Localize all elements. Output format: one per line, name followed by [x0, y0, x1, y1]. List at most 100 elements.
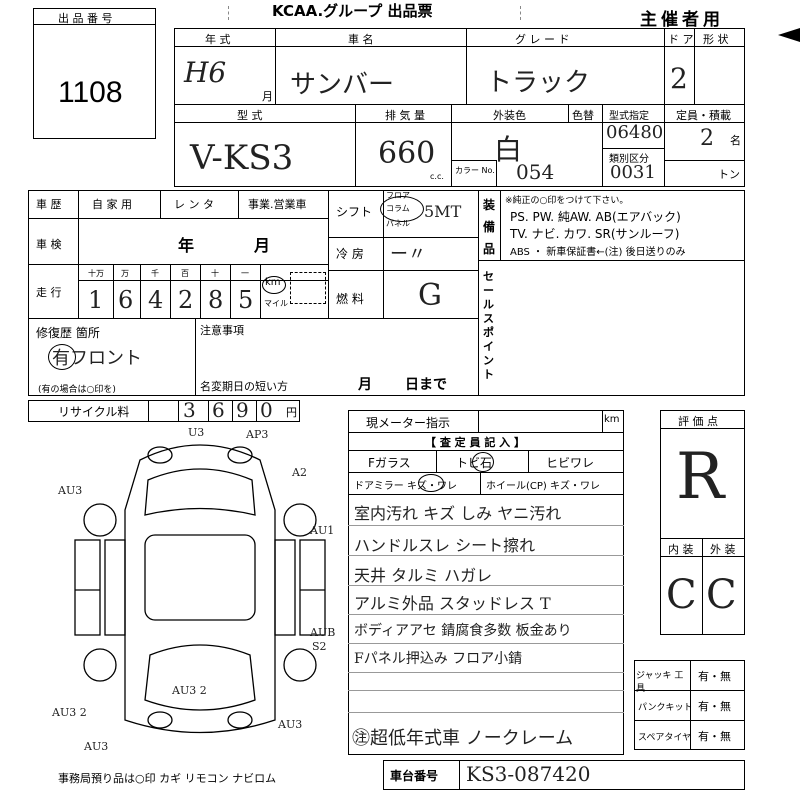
punch-mark	[778, 28, 800, 42]
car-name-value: サンバー	[290, 70, 395, 100]
color-change-label: 色替	[572, 109, 594, 122]
acc-spare-value: 有・無	[698, 730, 731, 743]
sales-point-char-5: ポ	[483, 326, 494, 339]
inspector-fglass: Fガラス	[368, 456, 411, 470]
comment-line-6: Fパネル押込み フロア小錆	[354, 651, 523, 667]
organizer-label: 主催者用	[640, 10, 724, 30]
scratch-circle	[418, 474, 444, 492]
recycle-digit-2: 6	[212, 398, 225, 422]
acc-jack-value: 有・無	[698, 670, 731, 683]
inspector-crack: ヒビワレ	[546, 456, 595, 470]
shift-value: 5MT	[424, 202, 462, 221]
lot-number-box	[33, 8, 156, 139]
aircon-label: 冷 房	[336, 247, 364, 261]
mileage-digit-label-4: 百	[181, 269, 189, 278]
sales-point-char-3: ル	[483, 298, 494, 311]
color-value: 白	[494, 133, 523, 166]
doors-label: ド ア	[668, 33, 694, 46]
sales-point-char-6: イ	[483, 340, 494, 353]
acc-puncture-value: 有・無	[698, 700, 731, 713]
exterior-color-label: 外装色	[493, 109, 526, 122]
deadline-day-unit: 日まで	[405, 377, 447, 393]
repair-note: (有の場合は○印を)	[38, 385, 116, 395]
shift-panel: パネル	[386, 219, 410, 228]
year-value: H6	[184, 56, 227, 89]
mileage-label: 走 行	[36, 286, 62, 299]
cc-unit: c.c.	[430, 172, 444, 181]
equip-char-1: 装	[483, 198, 496, 212]
sales-point-char-4: ス	[483, 312, 494, 325]
category-label: 類別区分	[609, 154, 649, 165]
mileage-digit-label-1: 十万	[88, 269, 104, 278]
recycle-yen: 円	[286, 406, 297, 419]
meter-box	[348, 410, 624, 755]
shift-circle	[380, 196, 424, 222]
shift-label: シフト	[336, 205, 373, 219]
history-rental: レ ン タ	[174, 198, 214, 211]
sales-point-char-8: ト	[483, 368, 494, 381]
model-label: 型 式	[237, 109, 263, 122]
mileage-digit-4: 2	[178, 286, 194, 314]
type-designation-value: 06480	[606, 122, 664, 143]
inspector-header: 【 査 定 員 記 入 】	[425, 436, 525, 449]
equip-char-3: 品	[483, 242, 496, 256]
mileage-digit-label-3: 千	[151, 269, 159, 278]
mileage-unit-box	[290, 272, 326, 304]
diagram-mark-au3-left: AU3	[58, 484, 83, 497]
displacement-value: 660	[378, 136, 436, 171]
history-private: 自 家 用	[92, 198, 132, 211]
shift-floor: フロア	[386, 191, 410, 200]
inspector-mirror: ドアミラー キズ・ワレ	[354, 481, 457, 492]
recycle-digit-4: 0	[260, 398, 273, 422]
category-value: 0031	[610, 162, 656, 183]
year-label: 年 式	[205, 33, 231, 46]
acc-jack-label: ジャッキ 工 具	[636, 671, 684, 694]
deadline-label: 名変期日の短い方	[200, 380, 288, 393]
model-value: V-KS3	[190, 138, 294, 178]
color-no-label: カラー No.	[455, 166, 495, 175]
type-designation-label: 型式指定	[609, 111, 649, 122]
recycle-digit-3: 9	[236, 398, 249, 422]
mileage-digit-label-2: 万	[121, 269, 129, 278]
mileage-digit-5: 8	[208, 286, 224, 314]
acc-puncture-label: パンクキット	[638, 703, 693, 713]
ton-unit: トン	[718, 168, 740, 181]
mileage-digit-label-6: 一	[241, 269, 249, 278]
footer-note: 事務局預り品は○印 カギ リモコン ナビロム	[58, 772, 277, 785]
inspection-year-unit: 年	[178, 236, 195, 255]
sales-point-char-2: ー	[483, 284, 494, 297]
fuel-value: G	[418, 278, 442, 313]
dots-decor-right	[520, 6, 541, 20]
diagram-mark-au32-center: AU3 2	[172, 684, 207, 697]
exterior-label: 外 装	[710, 543, 736, 556]
rating-value: R	[676, 440, 725, 514]
top-table	[174, 28, 745, 187]
comment-line-3: 天井 タルミ ハガレ	[354, 566, 493, 585]
mileage-digit-6: 5	[238, 286, 254, 314]
sales-point-char-1: セ	[483, 270, 494, 283]
persons-unit: 名	[730, 134, 741, 147]
recycle-label: リサイクル料	[58, 405, 130, 419]
acc-spare-label: スペアタイヤ	[638, 733, 692, 743]
aircon-value: ー〃	[390, 244, 426, 265]
org-title: KCAA.グループ 出品票	[272, 2, 433, 20]
exterior-value: C	[706, 572, 737, 618]
interior-label: 内 装	[668, 543, 694, 556]
accessories-box	[634, 660, 745, 750]
km-label: km	[265, 277, 281, 288]
fuel-label: 燃 料	[336, 292, 364, 306]
deadline-month-unit: 月	[358, 377, 372, 393]
history-label: 車 歴	[36, 198, 62, 211]
recycle-digit-1: 3	[183, 398, 196, 422]
notes-label: 注意事項	[200, 324, 244, 337]
chassis-value: KS3-087420	[466, 762, 591, 786]
diagram-mark-aub: AUB	[310, 626, 336, 639]
equipment-note: ※純正の○印をつけて下さい。	[505, 196, 629, 206]
equipment-line3: ABS ・ 新車保証書←(注) 後日送りのみ	[510, 247, 686, 258]
comment-line-7: ㊟超低年式車 ノークレーム	[352, 728, 574, 749]
car-diagram	[74, 444, 326, 734]
doors-value: 2	[670, 62, 688, 95]
grade-label: グ レ ー ド	[515, 33, 570, 46]
repair-value: 有フロント	[52, 348, 142, 369]
history-commercial: 事業.営業車	[248, 198, 307, 211]
